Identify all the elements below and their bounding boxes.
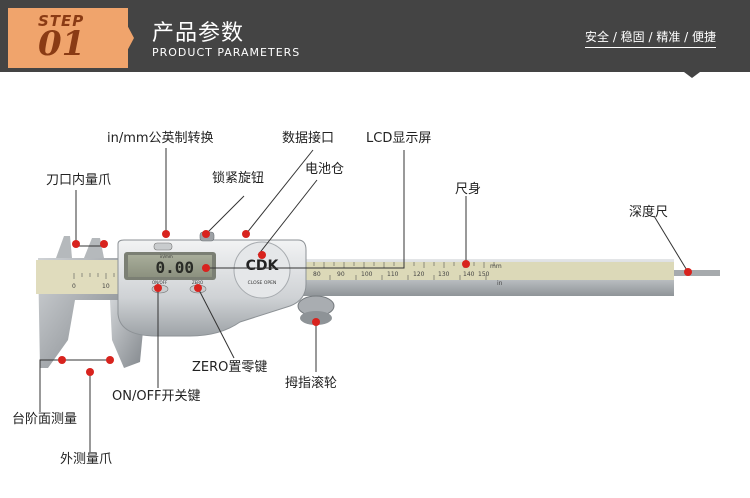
scale-number: 140 (463, 271, 475, 278)
lock-text: CLOSE OPEN (248, 280, 277, 286)
jaw-scale (36, 260, 118, 294)
label-thumb-roller: 拇指滚轮 (285, 376, 338, 391)
scale-number: 110 (387, 271, 399, 278)
label-inmm-switch: in/mm公英制转换 (107, 131, 214, 146)
label-step-measure: 台阶面测量 (12, 412, 78, 427)
scale-number: 150 (478, 271, 490, 278)
label-ruler-body: 尺身 (455, 182, 482, 197)
label-inside-jaw: 刀口内量爪 (46, 173, 112, 188)
inside-jaw-fixed (56, 236, 72, 258)
inmm-button[interactable] (153, 242, 173, 251)
step-number: 01 (38, 24, 86, 64)
marker-dot (154, 284, 162, 292)
battery-cover (233, 241, 291, 299)
label-outside-jaw: 外测量爪 (60, 452, 113, 467)
label-onoff-key: ON/OFF开关键 (112, 389, 201, 404)
scale-number: 100 (361, 271, 373, 278)
marker-dot (312, 318, 320, 326)
lcd-screen (128, 255, 212, 277)
scale-unit-in: in (497, 280, 503, 287)
marker-dot (242, 230, 250, 238)
marker-dot (684, 268, 692, 276)
scale-number: 130 (438, 271, 450, 278)
tagline: 安全 / 稳固 / 精准 / 便捷 (585, 28, 717, 48)
marker-dot (202, 230, 210, 238)
label-zero-key: ZERO置零键 (192, 360, 268, 375)
scale-number: 90 (337, 271, 345, 278)
marker-dot (100, 240, 108, 248)
inside-jaw-moving (84, 238, 104, 258)
step-word: STEP (38, 12, 85, 30)
marker-dot (162, 230, 170, 238)
step-arrow-icon (8, 8, 134, 68)
jaw-scale-number: 10 (102, 283, 110, 290)
marker-dot (86, 368, 94, 376)
inmm-button-label: in/mm (160, 254, 173, 259)
brand-logo: CDK (246, 258, 280, 274)
main-scale (300, 262, 674, 280)
marker-dot (258, 251, 266, 259)
scale-number: 120 (413, 271, 425, 278)
zero-button-label: ZERO (192, 280, 203, 285)
lcd-reading: 0.00 (155, 258, 194, 277)
marker-dot (58, 356, 66, 364)
scale-unit-mm: mm (490, 263, 502, 270)
marker-dot (106, 356, 114, 364)
label-depth-rod: 深度尺 (629, 205, 669, 220)
label-lock-screw: 锁紧旋钮 (212, 171, 265, 186)
label-data-port: 数据接口 (282, 131, 335, 146)
marker-dot (462, 260, 470, 268)
onoff-button-label: ON/OFF (152, 280, 168, 285)
header-notch-icon (684, 72, 700, 78)
label-lcd-screen: LCD显示屏 (366, 131, 432, 146)
marker-dot (194, 284, 202, 292)
label-battery: 电池仓 (305, 162, 345, 177)
page-title: 产品参数 (152, 21, 245, 46)
scale-number: 80 (313, 271, 321, 278)
page-subtitle: PRODUCT PARAMETERS (152, 46, 301, 59)
marker-dot (72, 240, 80, 248)
jaw-scale-number: 0 (72, 283, 76, 290)
marker-dot (202, 264, 210, 272)
header-bar: STEP 01 产品参数 PRODUCT PARAMETERS 安全 / 稳固 … (0, 0, 750, 72)
